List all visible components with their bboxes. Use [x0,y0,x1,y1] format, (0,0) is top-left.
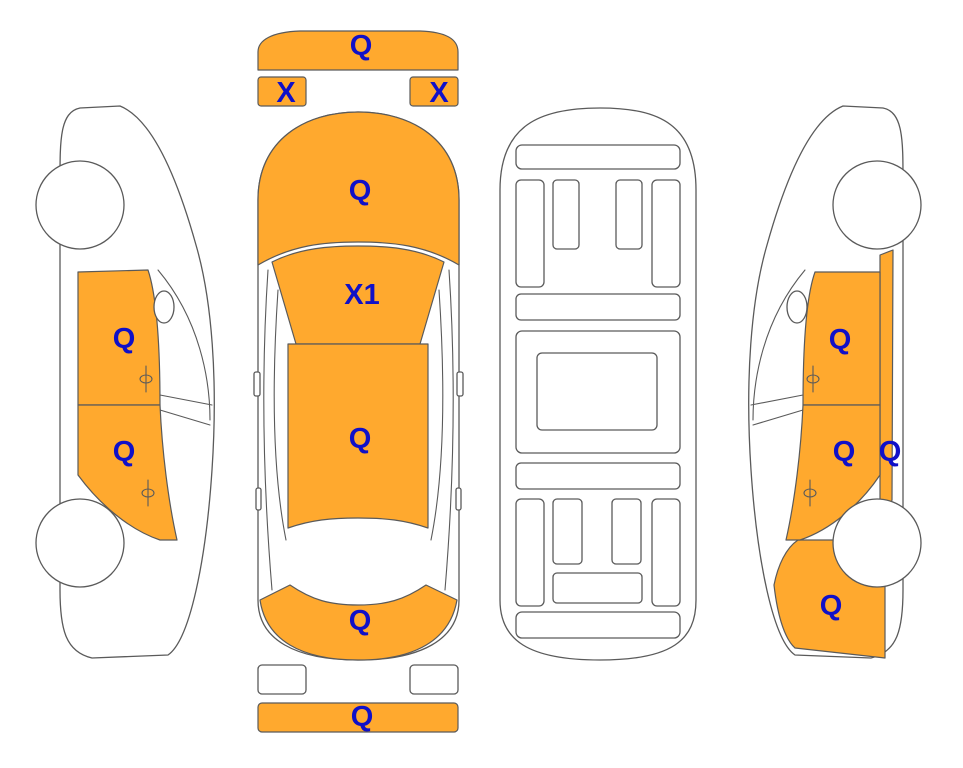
right-rear-quarter-panel [773,499,886,659]
right-taillight [409,664,459,695]
left-rear-door-panel [77,404,178,541]
left-rear-wheel [35,498,125,588]
left-rear-door-handle-icon [141,479,155,507]
right-front-door-handle-icon [806,365,820,393]
label-left-rear-door: Q [113,436,136,468]
right-headlight-panel [409,76,459,107]
underside-rear-left-inner [552,498,583,565]
underside-view [499,107,697,661]
right-side-window-line-2 [750,394,804,406]
label-windshield: X1 [344,279,379,311]
right-side-window-line [752,269,806,421]
top-view: Q X X Q X1 Q Q Q [253,30,464,733]
label-rear-bumper: Q [351,701,374,733]
top-view-left-handle [255,487,262,511]
right-rear-door-handle-icon [803,479,817,507]
left-taillight [257,664,307,695]
underside-rear-right-inner [611,498,642,565]
underside-mid-front-bar [515,293,681,321]
trunk-lid-panel [259,584,458,661]
label-right-rear-door: Q [833,436,856,468]
rear-bumper-panel [257,702,459,733]
underside-rear-right-rail [651,498,681,607]
top-view-right-handle [455,487,462,511]
underside-mid-rear-bar [515,462,681,490]
top-view-left-mirror [253,371,261,397]
underside-front-left-rail [515,179,545,288]
label-right-front-door: Q [829,324,852,356]
label-trunk-lid: Q [349,605,372,637]
label-right-b-pillar: Q [879,436,902,468]
left-side-window-line [157,269,211,421]
label-right-headlight: X [429,77,449,109]
underside-front-left-inner [552,179,580,250]
label-right-rear-quarter: Q [820,590,843,622]
right-rear-wheel [832,498,922,588]
top-view-right-mirror [456,371,464,397]
windshield-panel [271,245,445,345]
left-side-window-line-2 [159,394,213,406]
label-roof: Q [349,423,372,455]
top-view-left-glass-line [273,289,287,541]
front-bumper-panel [257,30,459,71]
label-left-headlight: X [276,77,296,109]
hood-panel [257,111,460,266]
label-left-front-door: Q [113,323,136,355]
right-side-view: Q Q Q Q [748,105,922,659]
right-side-mirror [786,290,808,324]
label-front-bumper: Q [350,30,373,62]
left-front-door-handle-icon [139,365,153,393]
label-hood: Q [349,175,372,207]
underside-front-right-rail [651,179,681,288]
right-b-pillar-panel [879,249,894,541]
right-side-window-line-3 [752,409,804,426]
underside-rear-left-rail [515,498,545,607]
left-front-wheel [35,160,125,250]
underside-front-crossmember [515,144,681,170]
left-headlight-panel [257,76,307,107]
underside-front-right-inner [615,179,643,250]
underside-center-pan [536,352,658,431]
underside-rear-tank [552,572,643,604]
top-view-left-pillar-line [263,269,273,591]
top-view-right-glass-line [430,289,444,541]
top-view-right-pillar-line [444,269,454,591]
right-rear-door-panel [785,404,881,541]
left-side-window-line-3 [159,409,211,426]
left-side-mirror [153,290,175,324]
left-side-view: Q Q [35,105,215,659]
right-front-wheel [832,160,922,250]
roof-panel [287,343,429,529]
underside-rear-crossmember [515,611,681,639]
